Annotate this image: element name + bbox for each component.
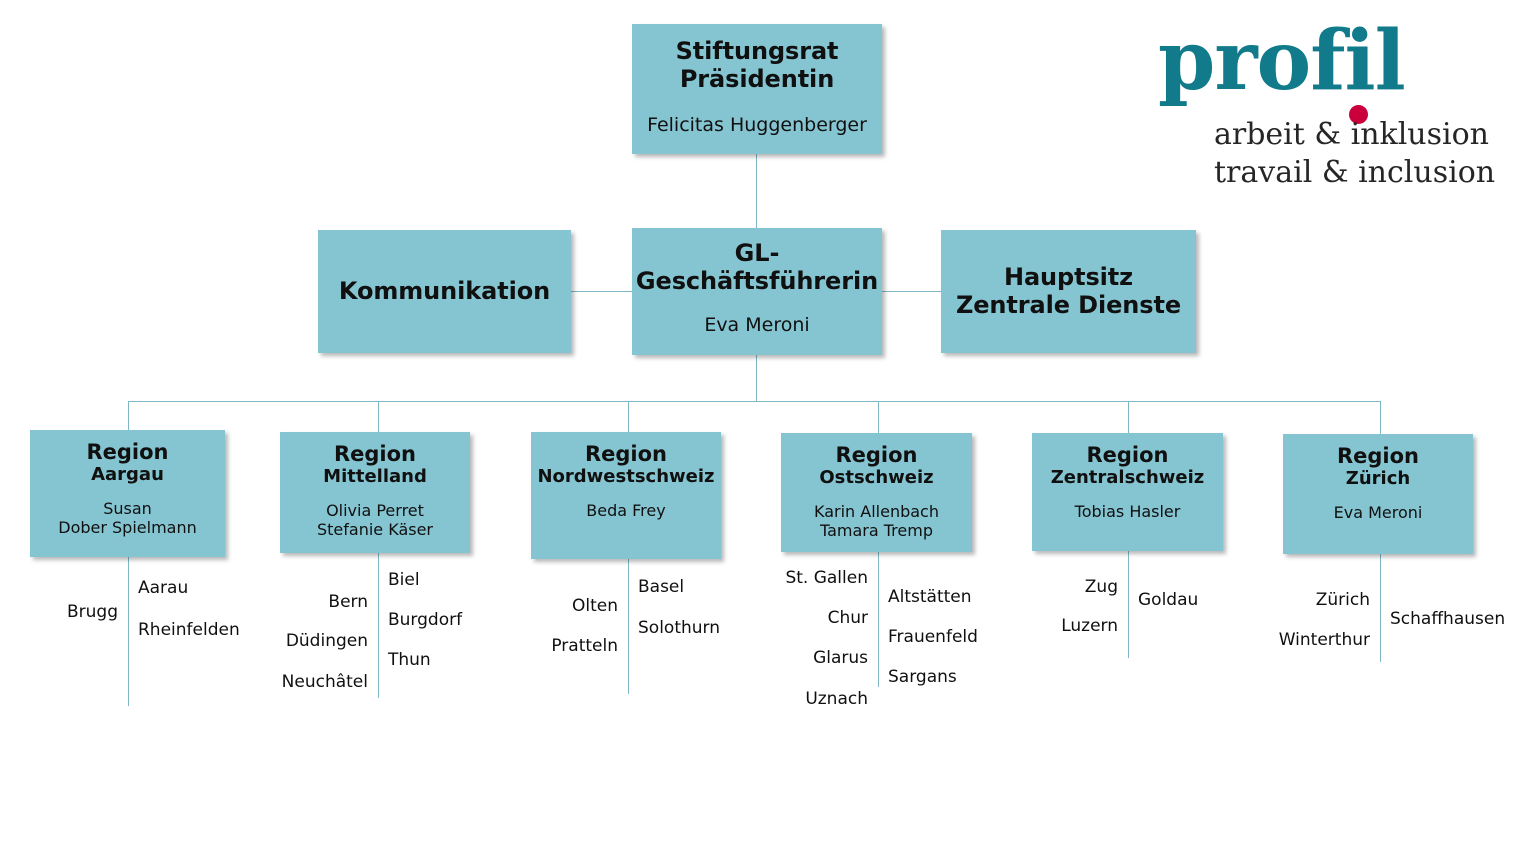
city-zentralschweiz-left: Luzern [1061, 616, 1118, 636]
city-mittelland-left: Düdingen [285, 631, 368, 651]
box-kommunikation[interactable]: Kommunikation [318, 230, 571, 353]
box-hauptsitz-title-line1: Hauptsitz [1003, 262, 1134, 291]
city-ostschweiz-left: St. Gallen [785, 568, 868, 588]
region-person: Tamara Tremp [819, 520, 933, 540]
city-nordwestschweiz-right: Basel [638, 577, 685, 597]
box-stiftungsrat-person: Felicitas Huggenberger [647, 113, 867, 136]
box-region-mittelland-name: Mittelland [323, 465, 427, 487]
box-stiftungsrat[interactable]: Stiftungsrat Präsidentin Felicitas Hugge… [632, 24, 882, 154]
city-aargau-left: Brugg [66, 602, 118, 622]
city-spine-mittelland [378, 553, 379, 698]
box-region-aargau-label: Region [86, 440, 169, 464]
box-region-zuerich-name: Zürich [1345, 467, 1411, 489]
city-mittelland-left: Bern [328, 592, 368, 612]
box-gl-person: Eva Meroni [704, 313, 810, 336]
riser-region-zentralschweiz [1128, 401, 1129, 433]
box-gl-title-line2: Geschäftsführerin [635, 266, 879, 295]
box-region-ostschweiz-label: Region [835, 443, 918, 467]
city-ostschweiz-left: Glarus [813, 648, 868, 668]
region-person: Olivia Perret [326, 500, 424, 520]
city-zentralschweiz-right: Goldau [1138, 590, 1199, 610]
box-stiftungsrat-title-line2: Präsidentin [679, 64, 835, 93]
box-hauptsitz-title-line2: Zentrale Dienste [955, 290, 1182, 319]
city-ostschweiz-left: Uznach [805, 689, 868, 709]
city-zuerich-left: Zürich [1315, 590, 1370, 610]
logo-red-dot-icon [1349, 105, 1368, 124]
city-spine-aargau [128, 557, 129, 706]
box-hauptsitz-zentrale-dienste[interactable]: Hauptsitz Zentrale Dienste [941, 230, 1196, 353]
connector-stiftungsrat-to-gl [756, 154, 757, 228]
city-spine-zuerich [1380, 554, 1381, 662]
city-nordwestschweiz-right: Solothurn [638, 618, 720, 638]
box-region-zentralschweiz-label: Region [1086, 443, 1169, 467]
connector-gl-to-kommunikation [571, 291, 632, 292]
riser-region-zuerich [1380, 401, 1381, 434]
region-person: Stefanie Käser [317, 519, 433, 539]
city-spine-ostschweiz [878, 552, 879, 687]
connector-gl-to-hauptsitz [882, 291, 941, 292]
riser-region-nordwestschweiz [628, 401, 629, 432]
city-nordwestschweiz-left: Pratteln [551, 636, 618, 656]
city-ostschweiz-right: Sargans [888, 667, 957, 687]
city-aargau-right: Rheinfelden [138, 620, 240, 640]
box-gl-title: GL- Geschäftsführerin [635, 239, 879, 296]
box-region-aargau-name: Aargau [91, 463, 164, 485]
city-nordwestschweiz-left: Olten [571, 596, 618, 616]
logo-wordmark: profil [1158, 13, 1406, 109]
region-person: Karin Allenbach [814, 501, 939, 521]
region-person: Susan [103, 498, 152, 518]
profil-logo: profil arbeit & inklusion travail & incl… [1158, 13, 1495, 190]
box-region-zuerich-people: Eva Meroni [1334, 503, 1423, 522]
region-person: Tobias Hasler [1074, 501, 1181, 521]
region-person: Dober Spielmann [58, 517, 197, 537]
city-mittelland-right: Biel [388, 570, 420, 590]
logo-tagline-de: arbeit & inklusion [1214, 117, 1489, 152]
riser-region-aargau [128, 401, 129, 432]
region-distribution-bus [128, 401, 1381, 402]
city-mittelland-right: Burgdorf [388, 610, 463, 630]
city-spine-nordwestschweiz [628, 559, 629, 694]
city-mittelland-right: Thun [388, 650, 431, 670]
box-region-nordwestschweiz-people: Beda Frey [586, 501, 665, 520]
box-stiftungsrat-title: Stiftungsrat Präsidentin [675, 37, 839, 94]
city-ostschweiz-left: Chur [827, 608, 868, 628]
city-spine-zentralschweiz [1128, 551, 1129, 658]
logo-tagline: arbeit & inklusion travail & inclusion [1214, 116, 1495, 193]
city-zuerich-right: Schaffhausen [1390, 609, 1506, 629]
riser-region-ostschweiz [878, 401, 879, 433]
box-region-ostschweiz-name: Ostschweiz [819, 466, 934, 488]
box-hauptsitz-title: Hauptsitz Zentrale Dienste [955, 262, 1182, 320]
logo-tagline-fr: travail & inclusion [1214, 155, 1496, 191]
city-ostschweiz-right: Frauenfeld [888, 627, 978, 647]
city-zuerich-left: Winterthur [1278, 630, 1370, 650]
box-region-zuerich-label: Region [1336, 444, 1420, 468]
riser-region-mittelland [378, 401, 379, 432]
city-ostschweiz-right: Altstätten [888, 587, 972, 607]
city-aargau-right: Aarau [138, 578, 189, 598]
region-person: Beda Frey [586, 500, 666, 520]
box-region-mittelland-label: Region [333, 442, 417, 466]
box-gl-title-line1: GL- [734, 239, 780, 267]
box-gl-geschaeftsfuehrerin[interactable]: GL- Geschäftsführerin Eva Meroni [632, 228, 882, 355]
connector-gl-to-bus [756, 355, 757, 402]
box-region-nordwestschweiz-name: Nordwestschweiz [537, 465, 715, 487]
box-region-nordwestschweiz-label: Region [584, 442, 668, 466]
region-person: Eva Meroni [1333, 502, 1423, 522]
box-region-zentralschweiz-name: Zentralschweiz [1050, 466, 1205, 488]
box-region-zentralschweiz-people: Tobias Hasler [1075, 502, 1181, 521]
box-stiftungsrat-title-line1: Stiftungsrat [675, 37, 839, 65]
city-zentralschweiz-left: Zug [1084, 577, 1118, 597]
box-kommunikation-title: Kommunikation [338, 276, 551, 305]
city-mittelland-left: Neuchâtel [281, 672, 368, 692]
